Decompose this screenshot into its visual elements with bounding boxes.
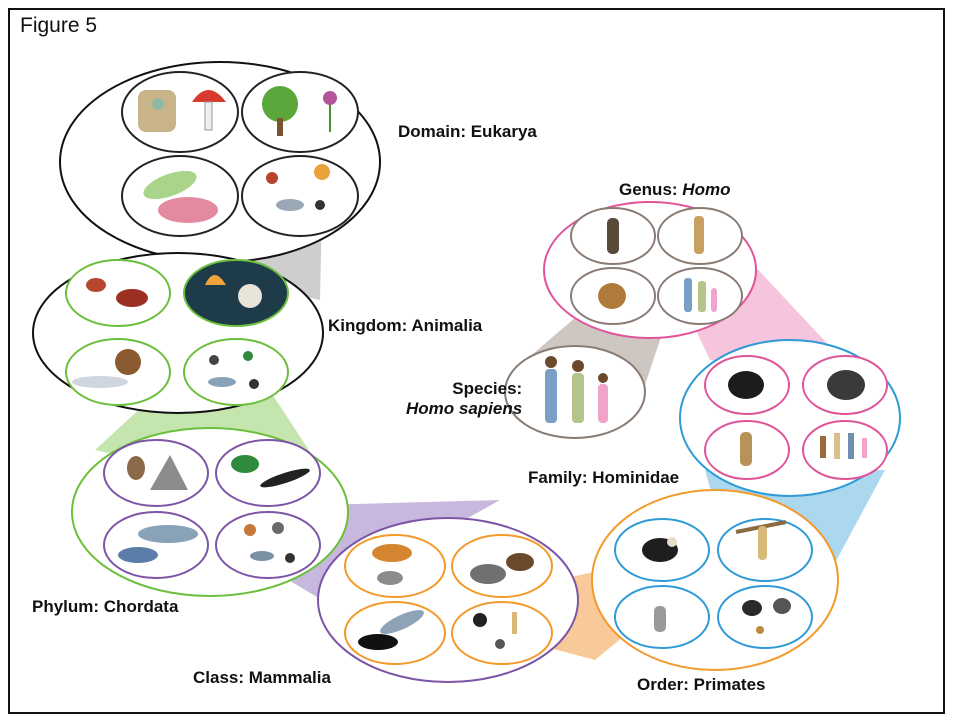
mammalia-group [318, 518, 578, 682]
fish-icon [104, 512, 208, 578]
dolphin-orca-icon [345, 602, 445, 664]
label-genus: Genus: Homo [619, 180, 730, 200]
tree-trunk [277, 118, 283, 136]
fish-dot [276, 199, 304, 211]
label-species: Species: Homo sapiens [420, 379, 522, 419]
crabs-icon [66, 260, 170, 326]
label-genus-prefix: Genus: [619, 180, 682, 199]
girl-figure [711, 288, 717, 312]
mushroom-stem [205, 102, 212, 130]
erectus-figure [607, 218, 619, 254]
moose-body [506, 553, 534, 571]
girl-head [598, 373, 608, 383]
wolf-body [377, 571, 403, 585]
bread-shape [138, 90, 176, 132]
plants-icon [242, 72, 358, 152]
birds-icon [104, 440, 208, 506]
tuna-body [118, 547, 158, 563]
label-class: Class: Mammalia [193, 668, 331, 688]
homo-group [544, 202, 756, 338]
tiger-body [372, 544, 412, 562]
frog-dot [243, 351, 253, 361]
hominin-figure-2 [834, 433, 840, 459]
eukarya-group [60, 62, 380, 262]
man-head [545, 356, 557, 368]
jellyfish-icon [184, 260, 288, 326]
flower-head [323, 91, 337, 105]
shark-body [138, 525, 198, 543]
paramecium-shape [158, 197, 218, 223]
chordates-icon [184, 339, 288, 405]
rhino-body [470, 564, 506, 584]
jelly-dot [314, 164, 330, 180]
hominins-icon [803, 421, 887, 479]
snail-shell [115, 349, 141, 375]
gorilla-body [827, 370, 865, 400]
primates-ellipse [592, 490, 838, 670]
label-genus-name: Homo [682, 180, 730, 199]
habilis-figure [694, 216, 704, 254]
crab-dot [266, 172, 278, 184]
label-family: Family: Hominidae [528, 468, 679, 488]
apes-icon [718, 586, 812, 648]
gibbon-dot [512, 612, 517, 634]
squid-body [72, 376, 128, 388]
woman-head [572, 360, 584, 372]
hominin-figure-1 [820, 436, 826, 458]
snail-squid-icon [66, 339, 170, 405]
tiger-dot [244, 524, 256, 536]
woman-figure [698, 281, 706, 312]
mammals-icon [216, 512, 320, 578]
tree-crown [262, 86, 298, 122]
man-figure [684, 278, 692, 312]
chordata-group [72, 428, 348, 596]
label-species-prefix: Species: [420, 379, 522, 399]
chimp-dot [742, 600, 762, 616]
label-phylum: Phylum: Chordata [32, 597, 178, 617]
gorilla-dot [773, 598, 791, 614]
animal-dot [315, 200, 325, 210]
ape-dot [495, 639, 505, 649]
hominidae-group [680, 340, 900, 496]
mammal-dot [249, 379, 259, 389]
mammalia-ellipse [318, 518, 578, 682]
capuchin-face [667, 537, 677, 547]
sapiens-group [505, 346, 645, 438]
mold-spot [152, 98, 164, 110]
label-domain: Domain: Eukarya [398, 122, 537, 142]
red-crab [116, 289, 148, 307]
label-species-name: Homo sapiens [406, 399, 522, 419]
chimp-body [728, 371, 764, 399]
label-kingdom: Kingdom: Animalia [328, 316, 482, 336]
rhino-dot [272, 522, 284, 534]
gibbon-body [758, 526, 767, 560]
dolphin-dot [250, 551, 274, 561]
shark-dot [208, 377, 236, 387]
man-body [545, 369, 557, 423]
orangutan-body [740, 432, 752, 466]
primate-dot [285, 553, 295, 563]
rhino-moose-icon [452, 535, 552, 597]
hominin-dot [756, 626, 764, 634]
capuchin-dot [473, 613, 487, 627]
hermit-crab [86, 278, 106, 292]
girl-body [598, 384, 608, 423]
orca-body [358, 634, 398, 650]
anemone [238, 284, 262, 308]
animalia-group [33, 253, 323, 413]
hominin-figure-4 [862, 438, 867, 458]
small-bird [127, 456, 145, 480]
woman-body [572, 373, 584, 423]
frog-body [231, 455, 259, 473]
label-order: Order: Primates [637, 675, 766, 695]
primates-icon [452, 602, 552, 664]
bird-dot [209, 355, 219, 365]
protists-icon [122, 156, 238, 236]
animals-icon [242, 156, 358, 236]
lemur-body [654, 606, 666, 632]
primates-group [592, 490, 838, 670]
hominin-figure-3 [848, 433, 854, 459]
neanderthal-figure [598, 283, 626, 309]
